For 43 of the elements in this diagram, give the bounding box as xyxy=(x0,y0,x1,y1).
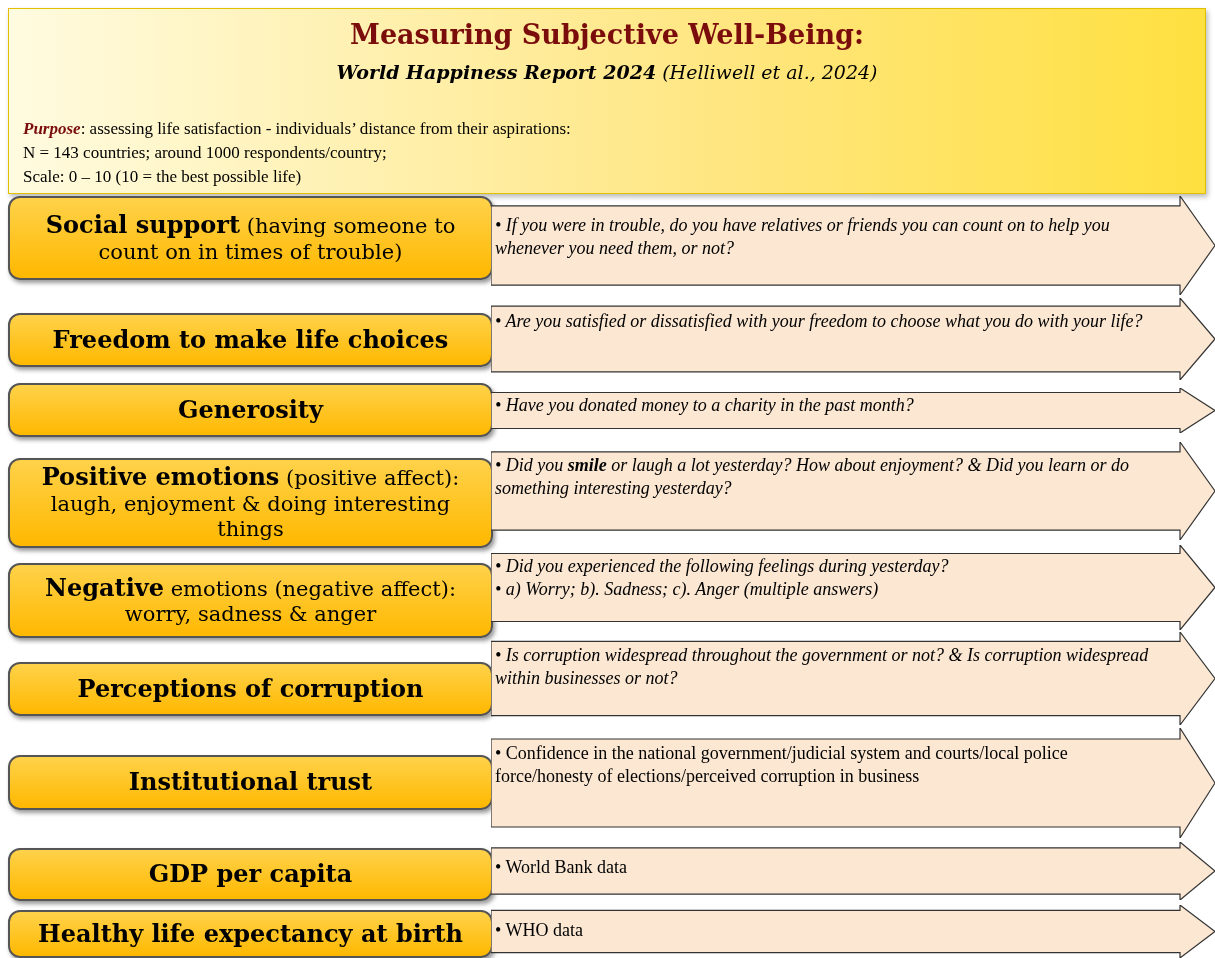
sample-text: N = 143 countries; around 1000 respondents/country; xyxy=(23,143,387,163)
factor-label: Generosity xyxy=(178,395,323,425)
question-text: • WHO data xyxy=(495,919,584,942)
arrow-banner xyxy=(491,842,1215,900)
question-text: • a) Worry; b). Sadness; c). Anger (multiple answers) xyxy=(495,577,880,600)
arrow-banner xyxy=(491,728,1215,838)
scale-text: Scale: 0 – 10 (10 = the best possible life) xyxy=(23,167,302,187)
factor-box xyxy=(8,848,493,901)
factor-label: Social support (having someone to count on in times of trouble) xyxy=(44,211,457,265)
factor-label: GDP per capita xyxy=(148,860,353,889)
arrow-banner xyxy=(491,298,1215,380)
factor-label: Institutional trust xyxy=(128,768,373,797)
factor-box xyxy=(8,755,493,810)
question-text: • Confidence in the national government/judicial system and courts/local police force/honesty of elections/perceived corruption in business xyxy=(495,742,1069,787)
factor-label: Healthy life expectancy at birth xyxy=(38,919,463,949)
factor-box xyxy=(8,383,493,437)
question-text: • Are you satisfied or dissatisfied with your freedom to choose what you do with your life? xyxy=(495,310,1144,333)
arrow-banner xyxy=(491,905,1215,958)
subtitle-text: World Happiness Report 2024 (Helliwell et al., 2024) xyxy=(335,61,879,83)
question-text: • Have you donated money to a charity in the past month? xyxy=(495,394,915,417)
arrow-banner xyxy=(491,196,1215,295)
factor-label: Perceptions of corruption xyxy=(77,674,424,704)
arrow-banner xyxy=(491,442,1215,540)
header-panel xyxy=(8,8,1206,194)
factor-box xyxy=(8,563,493,638)
factor-label: Freedom to make life choices xyxy=(52,325,449,355)
arrow-banner xyxy=(491,388,1215,433)
factor-box xyxy=(8,313,493,367)
question-text: • If you were in trouble, do you have relatives or friends you can count on to help you whenever you need them, or not? xyxy=(495,214,1111,259)
title-text: Measuring Subjective Well-Being: xyxy=(349,19,865,50)
arrow-banner xyxy=(491,632,1215,725)
question-text: • World Bank data xyxy=(495,856,628,879)
question-text: • Did you experienced the following feelings during yesterday? xyxy=(495,555,950,578)
factor-label: Negative emotions (negative affect): worry, sadness & anger xyxy=(44,573,457,628)
arrow-banner xyxy=(491,545,1215,630)
factor-box xyxy=(8,910,493,958)
factor-box xyxy=(8,196,493,280)
question-text: • Is corruption widespread throughout the government or not? & Is corruption widespread within businesses or not? xyxy=(495,644,1150,689)
purpose-text: Purpose: assessing life satisfaction - individuals’ distance from their aspirations: xyxy=(23,119,571,139)
factor-box xyxy=(8,458,493,548)
question-text: • Did you smile or laugh a lot yesterday? How about enjoyment? & Did you learn or do something interesting yesterday? xyxy=(495,454,1131,499)
factor-box xyxy=(8,662,493,716)
factor-label: Positive emotions (positive affect): laugh, enjoyment & doing interesting things xyxy=(40,463,461,543)
